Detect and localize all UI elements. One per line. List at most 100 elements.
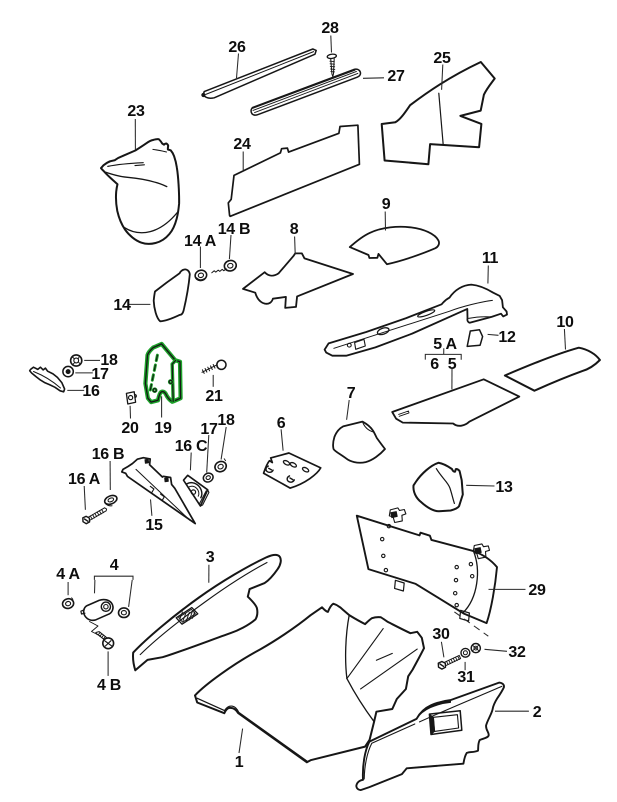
callout-label-3[interactable]: 3 <box>206 549 215 566</box>
clip-20[interactable] <box>125 391 137 405</box>
callout-label-31[interactable]: 31 <box>457 669 475 686</box>
callout-label-4A[interactable]: 4 A <box>56 566 80 583</box>
align-dash-29 <box>454 611 489 637</box>
nut-18b[interactable] <box>213 460 228 474</box>
part-2-handle-wall <box>429 713 435 735</box>
part-29-hole-6 <box>453 577 459 583</box>
washer-17b[interactable] <box>202 472 215 484</box>
callout-label-21[interactable]: 21 <box>205 388 223 405</box>
part-9-mat[interactable] <box>348 225 440 266</box>
callout-label-18a[interactable]: 18 <box>100 352 118 369</box>
callout-label-17b[interactable]: 17 <box>200 421 218 438</box>
part-5-mat[interactable] <box>391 378 521 427</box>
callout-label-16C[interactable]: 16 C <box>175 438 209 455</box>
callout-label-4B[interactable]: 4 B <box>97 677 121 694</box>
callout-label-1[interactable]: 1 <box>235 754 244 771</box>
bolt-30-threads <box>446 655 460 665</box>
callout-label-14B[interactable]: 14 B <box>218 221 251 238</box>
part-3-panel[interactable] <box>132 553 282 672</box>
part-29-hole-10 <box>469 573 475 579</box>
callout-label-6[interactable]: 6 <box>277 415 286 432</box>
clip-29-top-right <box>472 543 491 560</box>
callout-label-20[interactable]: 20 <box>121 420 139 437</box>
callout-label-27[interactable]: 27 <box>387 68 405 85</box>
part-29-panel[interactable] <box>355 514 498 625</box>
part-11-sill-member[interactable] <box>323 283 508 357</box>
part-2-handle-inner <box>432 714 460 732</box>
callout-label-16B[interactable]: 16 B <box>92 446 125 463</box>
part-13-pad[interactable] <box>412 461 464 513</box>
callout-label-4[interactable]: 4 <box>110 557 119 574</box>
screw-4b-head[interactable] <box>101 637 115 650</box>
washer-32[interactable] <box>470 642 482 654</box>
callout-label-26[interactable]: 26 <box>228 39 246 56</box>
callout-label-8[interactable]: 8 <box>290 221 299 238</box>
part-1-sill-line <box>196 697 308 762</box>
part-8-mat[interactable] <box>242 252 354 309</box>
bolt-30-head[interactable] <box>437 660 447 670</box>
washer-17a[interactable] <box>62 365 75 378</box>
callout-label-5A[interactable]: 5 A <box>433 336 457 353</box>
nut-4a[interactable] <box>61 597 75 610</box>
part-1-carpet[interactable] <box>194 602 425 764</box>
callout-label-16A[interactable]: 16 A <box>68 471 101 488</box>
part-1-crease-3 <box>375 652 393 661</box>
part-12-piece[interactable] <box>466 329 484 348</box>
callout-label-18b[interactable]: 18 <box>217 412 235 429</box>
part-19-bracket-highlight[interactable] <box>143 341 183 405</box>
callout-label-2[interactable]: 2 <box>533 704 542 721</box>
clip-20-hole <box>127 394 134 401</box>
callout-label-11[interactable]: 11 <box>482 250 499 267</box>
callout-label-30[interactable]: 30 <box>432 626 450 643</box>
callout-label-24[interactable]: 24 <box>233 136 251 153</box>
bolt-16a-head[interactable] <box>82 515 91 525</box>
callout-label-6b[interactable]: 6 <box>430 356 439 373</box>
part-25-side-panel[interactable] <box>380 61 496 166</box>
plate-16c-hole <box>190 489 197 495</box>
screw-28-head[interactable] <box>326 53 338 60</box>
bracket-4[interactable] <box>82 598 114 622</box>
callout-label-17a[interactable]: 17 <box>91 366 109 383</box>
leader-15 <box>149 499 153 516</box>
callout-label-32[interactable]: 32 <box>508 644 526 661</box>
part-29-hole-8 <box>454 602 459 608</box>
part-16-gasket[interactable] <box>28 366 66 393</box>
bracket-5A <box>424 353 462 360</box>
callout-label-12[interactable]: 12 <box>498 329 516 346</box>
callout-label-15[interactable]: 15 <box>145 517 163 534</box>
callout-label-10[interactable]: 10 <box>556 314 574 331</box>
part-27-sill-moulding[interactable] <box>250 68 362 116</box>
part-15-marks <box>149 485 165 501</box>
callout-label-7[interactable]: 7 <box>347 385 356 402</box>
callout-label-13[interactable]: 13 <box>495 479 513 496</box>
nut-18a[interactable] <box>69 354 83 367</box>
part-7-crease <box>361 421 375 433</box>
part-13-crease <box>435 468 455 504</box>
callout-label-16[interactable]: 16 <box>82 383 100 400</box>
part-2-panel[interactable] <box>355 681 505 792</box>
callout-label-25[interactable]: 25 <box>433 50 451 67</box>
callout-label-28[interactable]: 28 <box>321 20 339 37</box>
callout-label-14A[interactable]: 14 A <box>184 233 217 250</box>
callout-label-9[interactable]: 9 <box>382 196 391 213</box>
grommet-14b[interactable] <box>223 259 238 272</box>
callout-label-23[interactable]: 23 <box>127 103 145 120</box>
part-24-panel[interactable] <box>227 124 361 218</box>
washer-16b-depth <box>104 501 113 507</box>
part-6-slot-2 <box>289 461 298 468</box>
part-19-bracket[interactable] <box>144 343 182 403</box>
part-15-rail[interactable] <box>120 456 197 525</box>
part-14-pad[interactable] <box>152 268 191 323</box>
callout-label-14[interactable]: 14 <box>113 297 131 314</box>
part-6-plate[interactable] <box>262 452 322 489</box>
part-26-fold-line <box>205 51 315 95</box>
callout-label-5b[interactable]: 5 <box>448 356 457 373</box>
part-10-mat[interactable] <box>503 346 601 392</box>
callout-label-29[interactable]: 29 <box>528 582 546 599</box>
nut-18a-knurl <box>72 356 81 365</box>
part-7-pad[interactable] <box>332 420 386 464</box>
washer-31[interactable] <box>460 647 471 658</box>
leader-16C <box>189 452 192 471</box>
part-23-cover[interactable] <box>100 138 181 245</box>
callout-label-19[interactable]: 19 <box>154 420 172 437</box>
